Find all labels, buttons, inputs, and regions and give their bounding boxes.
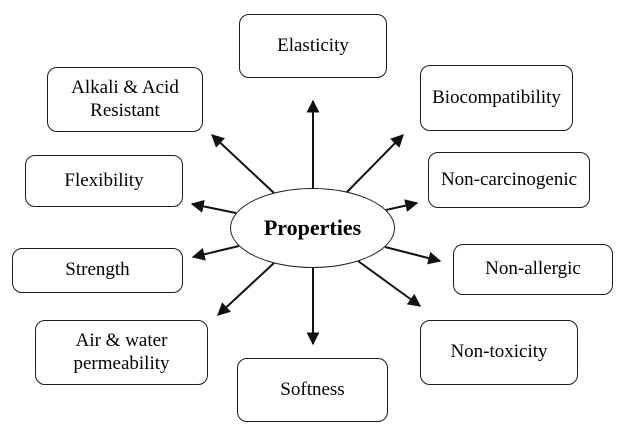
node-non-toxicity: Non-toxicity xyxy=(420,320,578,385)
arrow-to-biocompatibility xyxy=(346,134,404,193)
node-strength: Strength xyxy=(12,248,183,293)
center-node-properties: Properties xyxy=(230,188,395,268)
node-label: Non-toxicity xyxy=(450,341,548,363)
node-label: Alkali & Acid Resistant xyxy=(71,76,179,121)
node-air-water-permeability: Air & water permeability xyxy=(35,320,208,385)
node-label: Biocompatibility xyxy=(432,86,561,108)
node-label: Air & water permeability xyxy=(73,329,170,374)
node-alkali-acid-resistant: Alkali & Acid Resistant xyxy=(47,67,203,132)
arrow-to-air-water xyxy=(217,262,275,316)
node-non-carcinogenic: Non-carcinogenic xyxy=(428,152,590,208)
node-label: Non-allergic xyxy=(485,258,581,280)
arrow-to-strength xyxy=(191,245,240,261)
node-flexibility: Flexibility xyxy=(25,155,183,207)
node-softness: Softness xyxy=(237,358,388,422)
arrow-to-non-carcinogenic xyxy=(385,199,419,212)
node-elasticity: Elasticity xyxy=(239,14,387,78)
node-label: Flexibility xyxy=(64,169,144,191)
node-biocompatibility: Biocompatibility xyxy=(420,65,573,131)
arrow-to-alkali xyxy=(211,134,275,194)
arrow-to-flexibility xyxy=(190,199,237,214)
node-label: Elasticity xyxy=(277,34,349,56)
arrow-to-non-toxicity xyxy=(357,260,422,307)
node-label: Strength xyxy=(65,259,130,281)
node-label: Softness xyxy=(280,378,345,400)
node-label: Non-carcinogenic xyxy=(440,168,578,190)
arrow-to-non-allergic xyxy=(384,246,442,265)
node-non-allergic: Non-allergic xyxy=(453,244,613,295)
center-node-label: Properties xyxy=(263,215,362,240)
